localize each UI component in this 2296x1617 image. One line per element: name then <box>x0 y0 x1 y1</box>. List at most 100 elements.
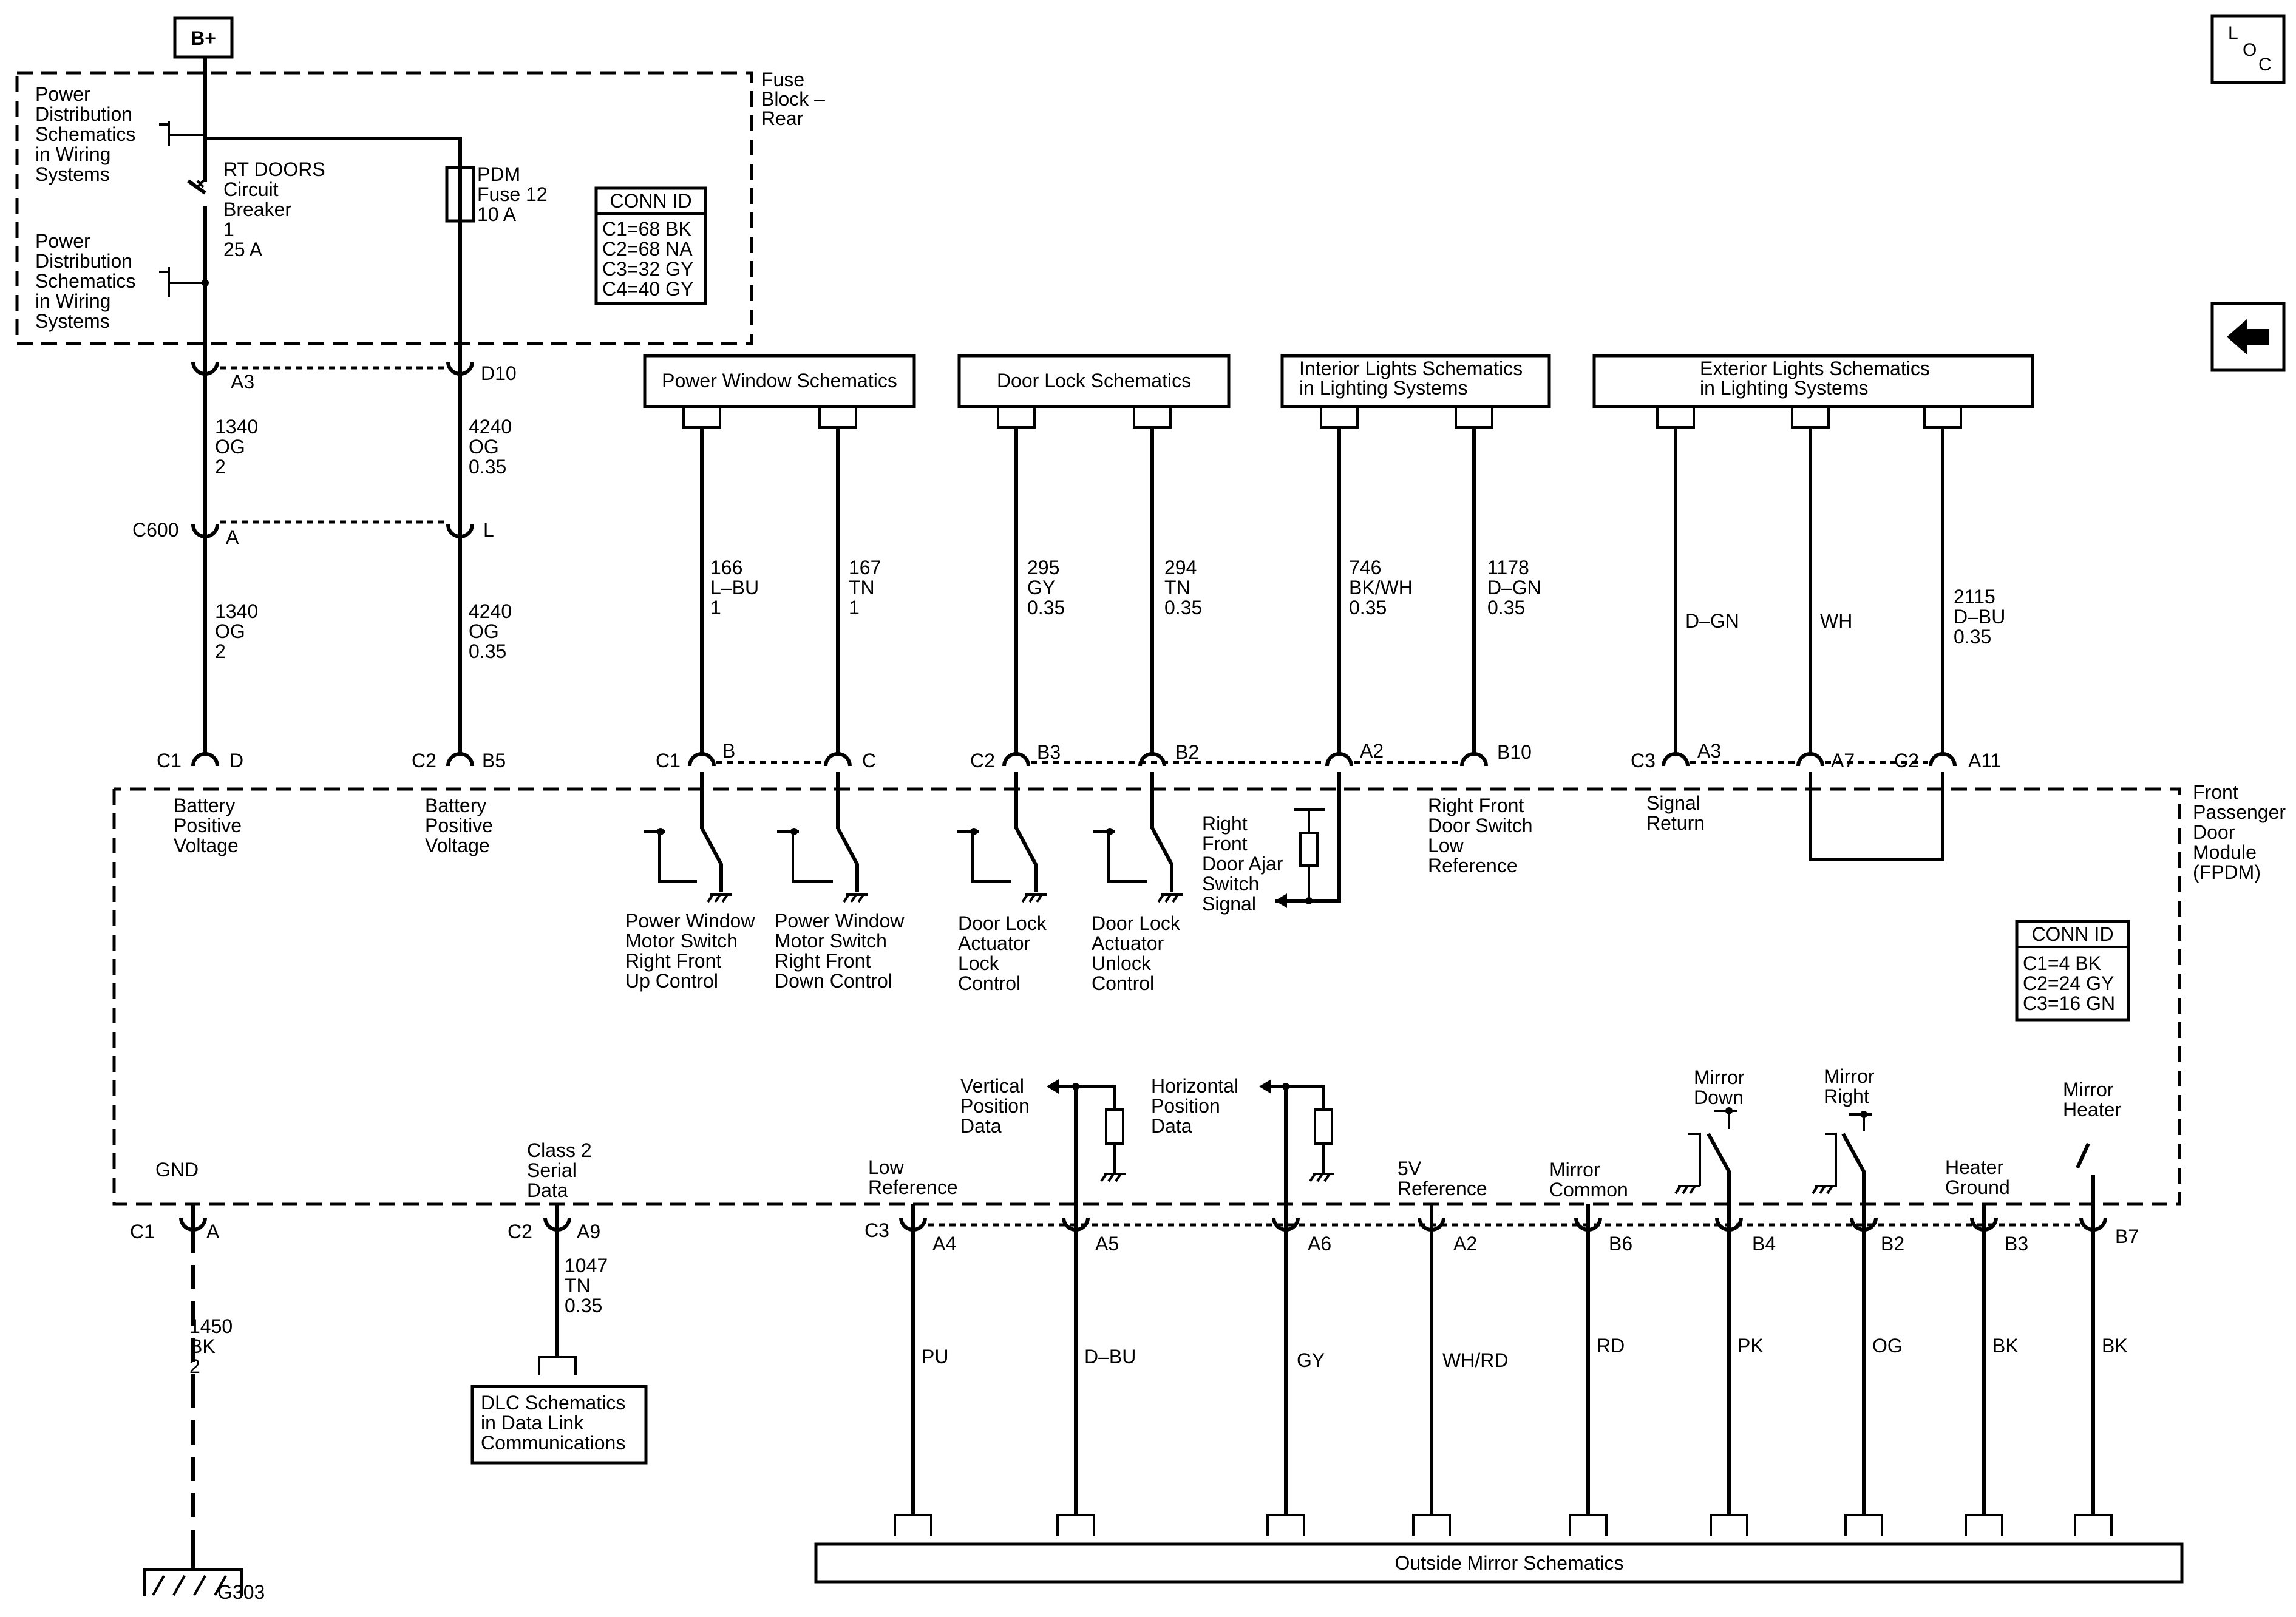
door-ajar-circuit <box>1275 772 1341 908</box>
fuse-block-boundary <box>15 71 753 345</box>
bplus-label: B+ <box>191 27 216 49</box>
a7-a11-loop <box>1809 772 1944 861</box>
top-pin-a11: A11 <box>1968 750 2002 771</box>
mirror-harness-wires <box>894 1229 2113 1536</box>
dl-unlock-label: Door Lock Actuator Unlock Control <box>1092 912 1186 994</box>
top-pin-c2b: C2 <box>970 750 995 771</box>
back-arrow-button[interactable] <box>2210 302 2286 372</box>
fpdm-name: Front Passenger Door Module (FPDM) <box>2193 781 2291 883</box>
door-switch-low-label: Right Front Door Switch Low Reference <box>1428 795 1538 876</box>
bot-pin-a6: A6 <box>1308 1233 1331 1255</box>
wire-rd: RD <box>1597 1335 1625 1357</box>
bot-pin-c1: C1 <box>130 1221 155 1242</box>
svg-text:Exterior Lights Schematics: Exterior Lights Schematics in Lighting S… <box>1700 358 1935 399</box>
bplus-feed <box>203 57 462 182</box>
five-v-ref-label: 5V Reference <box>1398 1158 1487 1199</box>
wire-wh: WH <box>1820 610 1852 632</box>
upper-circuit-wires <box>682 407 1962 753</box>
wire-pu: PU <box>922 1346 948 1368</box>
top-pin-d: D <box>229 750 243 771</box>
mirror-down-label: Mirror Down <box>1694 1066 1750 1108</box>
low-ref-label: Low Reference <box>868 1156 958 1198</box>
class2-label: Class 2 Serial Data <box>527 1139 597 1201</box>
bot-pin-b3: B3 <box>2005 1233 2028 1255</box>
svg-text:Outside Mirror Schematics: Outside Mirror Schematics <box>1395 1552 1624 1574</box>
top-pin-a3: A3 <box>1697 740 1721 762</box>
wire-166: 166 L–BU 1 <box>710 557 764 619</box>
bot-pin-c3: C3 <box>864 1219 889 1241</box>
pin-a3: A3 <box>231 371 254 393</box>
svg-text:Interior Lights Schematics: Interior Lights Schematics in Lighting S… <box>1299 358 1528 399</box>
signal-return-label: Signal Return <box>1646 792 1706 834</box>
top-pin-c2c: C2 <box>1894 750 1919 771</box>
fpdm-boundary <box>112 787 2181 1206</box>
bot-pin-c2: C2 <box>508 1221 532 1242</box>
outside-mirror-schematics-ref[interactable]: Outside Mirror Schematics <box>814 1542 2184 1584</box>
svg-text:Power Distribution: Power Distribution Schematics in Wiring … <box>35 230 141 332</box>
top-pin-a7: A7 <box>1831 750 1855 771</box>
wire-bk-2: BK <box>2102 1335 2128 1357</box>
mirror-switches <box>1674 1107 2095 1204</box>
wire-og: OG <box>1872 1335 1903 1357</box>
top-pin-c: C <box>862 750 876 771</box>
wire-2115: 2115 D–BU 0.35 <box>1954 586 2011 648</box>
horizontal-data-label: Horizontal Position Data <box>1151 1075 1244 1137</box>
wire-1178: 1178 D–GN 0.35 <box>1487 557 1547 619</box>
dl-lock-label: Door Lock Actuator Lock Control <box>958 912 1052 994</box>
mirror-common-label: Mirror Common <box>1549 1159 1628 1201</box>
position-sensor-circuits <box>1047 1079 1334 1204</box>
bot-pin-b2: B2 <box>1881 1233 1904 1255</box>
wire-whrd: WH/RD <box>1442 1349 1508 1371</box>
top-pin-b2: B2 <box>1175 741 1199 763</box>
power-window-schematics-ref[interactable]: Power Window Schematics <box>643 354 916 408</box>
wire-295: 295 GY 0.35 <box>1027 557 1065 619</box>
bot-pin-b4: B4 <box>1752 1233 1776 1255</box>
wire-294: 294 TN 0.35 <box>1164 557 1202 619</box>
top-pin-c3: C3 <box>1631 750 1656 771</box>
switch-icons <box>644 772 1183 903</box>
top-pin-c2-left: C2 <box>412 750 436 771</box>
top-pin-c1: C1 <box>157 750 182 771</box>
wire-746: 746 BK/WH 0.35 <box>1349 557 1418 619</box>
svg-text:Power Distribution: Power Distribution Schematics in Wiring … <box>35 83 141 185</box>
module-conn-id-lines: C1=4 BK C2=24 GY C3=16 GN <box>2023 952 2119 1014</box>
heater-ground-label: Heater Ground <box>1945 1156 2010 1198</box>
bot-pin-b7: B7 <box>2115 1225 2139 1247</box>
power-distribution-ref-1: Power Distribution Schematics in Wiring … <box>35 83 205 185</box>
top-pin-a2: A2 <box>1360 740 1384 762</box>
wire-1340-a: 1340 OG 2 <box>215 416 263 478</box>
fuse-conn-id-title: CONN ID <box>610 190 691 212</box>
fuse-conn-id-box <box>594 186 707 305</box>
back-arrow-icon <box>2227 319 2269 355</box>
top-pin-b10: B10 <box>1497 741 1532 763</box>
wire-1340-b: 1340 OG 2 <box>215 600 263 662</box>
loc-box <box>2210 14 2286 84</box>
wire-4240-a: 4240 OG 0.35 <box>469 416 517 478</box>
circuit-breaker-label: RT DOORS Circuit Breaker 1 25 A <box>223 158 331 260</box>
interior-lights-schematics-ref[interactable]: Interior Lights Schematics in Lighting S… <box>1280 354 1551 408</box>
exterior-lights-schematics-ref[interactable]: Exterior Lights Schematics in Lighting S… <box>1592 354 2034 408</box>
dlc-schematics-ref[interactable]: DLC Schematics in Data Link Communicatio… <box>470 1385 648 1465</box>
door-lock-schematics-ref[interactable]: Door Lock Schematics <box>957 354 1231 408</box>
bot-pin-b6: B6 <box>1609 1233 1632 1255</box>
c600-pin-a: A <box>226 526 239 548</box>
power-distribution-ref-2: Power Distribution Schematics in Wiring … <box>35 230 205 332</box>
bot-pin-a2: A2 <box>1453 1233 1477 1255</box>
pw-down-label: Power Window Motor Switch Right Front Do… <box>775 910 909 992</box>
vertical-data-label: Vertical Position Data <box>960 1075 1035 1137</box>
bot-pin-a: A <box>206 1221 220 1242</box>
fuse-conn-id-lines: C1=68 BK C2=68 NA C3=32 GY C4=40 GY <box>602 218 699 300</box>
battery-voltage-2: Battery Positive Voltage <box>425 795 498 856</box>
svg-text:Power Window Schematics: Power Window Schematics <box>662 370 897 392</box>
door-ajar-label: Right Front Door Ajar Switch Signal <box>1202 813 1288 915</box>
mirror-right-label: Mirror Right <box>1824 1065 1880 1107</box>
wire-dgn: D–GN <box>1685 610 1739 632</box>
fuse-block-label: Fuse Block – Rear <box>761 69 830 129</box>
gnd-label: GND <box>155 1159 199 1181</box>
bot-pin-a5: A5 <box>1095 1233 1119 1255</box>
module-conn-id-title: CONN ID <box>2031 923 2113 945</box>
bot-pin-a4: A4 <box>932 1233 956 1255</box>
wire-1450: 1450 BK 2 <box>189 1315 238 1377</box>
ground-icon <box>143 1550 243 1596</box>
